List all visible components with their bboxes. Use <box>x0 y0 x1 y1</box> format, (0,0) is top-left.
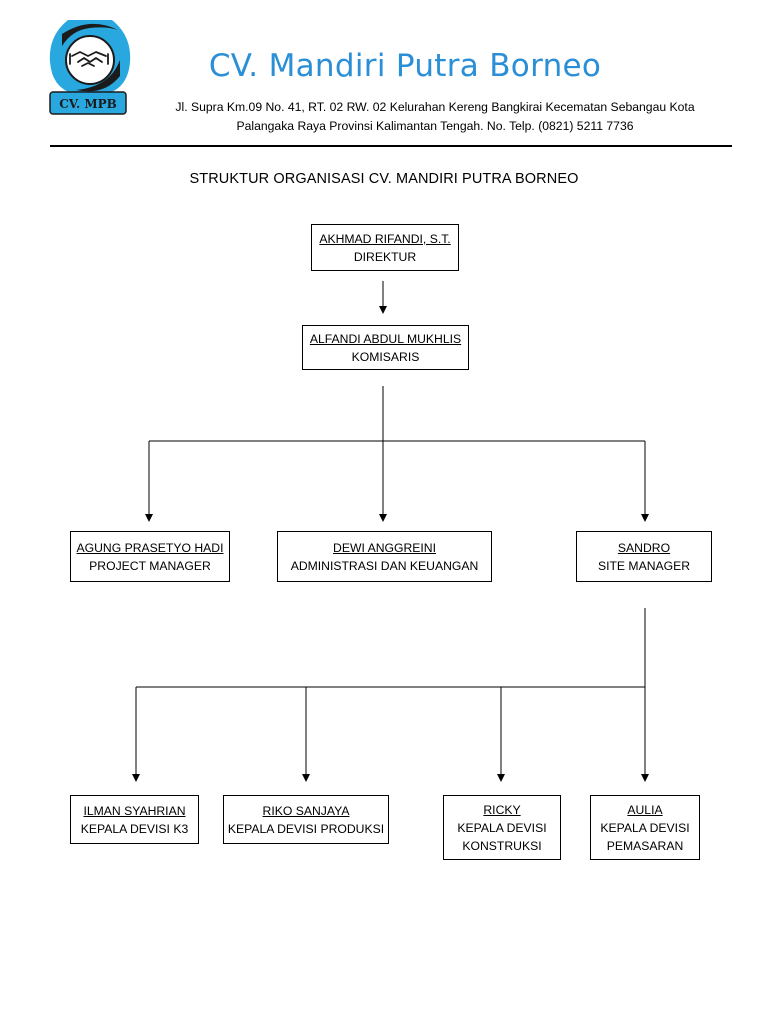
node-name: AGUNG PRASETYO HADI <box>76 540 224 555</box>
address-line-1: Jl. Supra Km.09 No. 41, RT. 02 RW. 02 Ke… <box>175 100 695 114</box>
address-line-2: Palangaka Raya Provinsi Kalimantan Tenga… <box>236 119 634 133</box>
header-divider <box>50 145 732 147</box>
node-role: ADMINISTRASI DAN KEUANGAN <box>290 558 479 573</box>
company-name: CV. Mandiri Putra Borneo <box>208 48 602 84</box>
node-name: SANDRO <box>617 540 671 555</box>
node-role: KEPALA DEVISI KONSTRUKSI <box>457 820 547 853</box>
diagram-title: STRUKTUR ORGANISASI CV. MANDIRI PUTRA BO… <box>189 171 579 187</box>
logo-banner <box>49 91 127 115</box>
node-name: RICKY <box>483 802 521 817</box>
node-role: KEPALA DEVISI PEMASARAN <box>600 820 690 853</box>
node-site-manager: SANDRO SITE MANAGER <box>576 531 712 582</box>
logo-dark-swirl <box>62 23 118 46</box>
logo-dark-swirl-bottom <box>76 60 120 92</box>
node-name: ALFANDI ABDUL MUKHLIS <box>309 331 462 346</box>
node-produksi: RIKO SANJAYA KEPALA DEVISI PRODUKSI <box>223 795 389 844</box>
logo-text: CV. MPB <box>59 97 117 111</box>
company-logo: CV. MPB <box>49 20 131 115</box>
node-k3: ILMAN SYAHRIAN KEPALA DEVISI K3 <box>70 795 199 844</box>
node-project-manager: AGUNG PRASETYO HADI PROJECT MANAGER <box>70 531 230 582</box>
node-role: KEPALA DEVISI K3 <box>80 821 189 836</box>
node-komisaris: ALFANDI ABDUL MUKHLIS KOMISARIS <box>302 325 469 370</box>
node-role: KOMISARIS <box>351 349 420 364</box>
handshake-icon <box>69 51 109 67</box>
node-role: KEPALA DEVISI PRODUKSI <box>227 821 385 836</box>
node-direktur: AKHMAD RIFANDI, S.T. DIREKTUR <box>311 224 459 271</box>
node-pemasaran: AULIA KEPALA DEVISI PEMASARAN <box>590 795 700 860</box>
node-role: DIREKTUR <box>353 249 417 264</box>
node-name: RIKO SANJAYA <box>262 803 350 818</box>
node-role: PROJECT MANAGER <box>89 558 211 573</box>
company-address: Jl. Supra Km.09 No. 41, RT. 02 RW. 02 Ke… <box>160 98 710 136</box>
node-konstruksi: RICKY KEPALA DEVISI KONSTRUKSI <box>443 795 561 860</box>
node-role: SITE MANAGER <box>597 558 691 573</box>
node-administrasi: DEWI ANGGREINI ADMINISTRASI DAN KEUANGAN <box>277 531 492 582</box>
node-name: ILMAN SYAHRIAN <box>83 803 186 818</box>
logo-inner-circle <box>65 35 115 85</box>
node-name: AULIA <box>627 802 663 817</box>
node-name: DEWI ANGGREINI <box>333 540 436 555</box>
node-name: AKHMAD RIFANDI, S.T. <box>319 231 451 246</box>
